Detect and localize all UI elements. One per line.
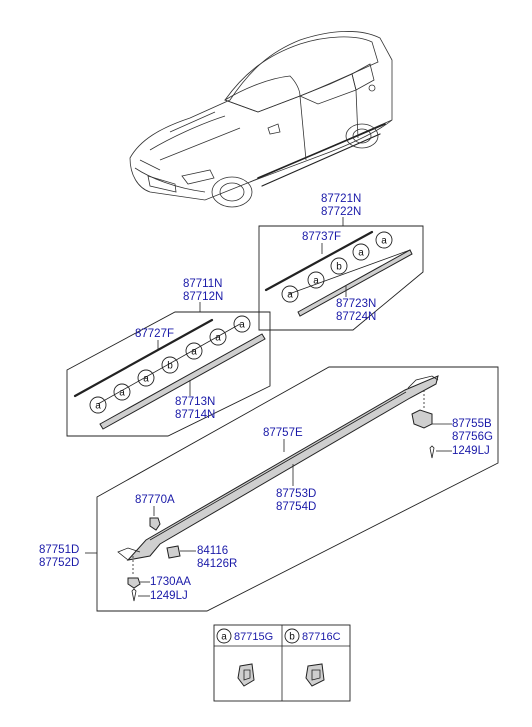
upper-strip-87737f <box>264 230 374 292</box>
callout-letter-a: a <box>381 236 387 247</box>
callout-circle-a <box>307 271 325 289</box>
callout-letter-a: a <box>95 401 101 412</box>
screw-icon <box>131 588 137 602</box>
label-87770a: 87770A <box>135 494 175 506</box>
upper-strip-87727f <box>73 318 214 398</box>
rear-door-moulding-group: 87721N 87722N 87737F a a b a a 87723N 87… <box>258 193 424 331</box>
legend-letter-a: a <box>221 632 227 643</box>
frame-87721n <box>258 225 424 331</box>
label-87711n: 87711N <box>183 278 222 290</box>
car-illustration <box>129 31 393 208</box>
callout-letter-a: a <box>287 290 293 301</box>
label-1249lj-bottom: 1249LJ <box>150 590 188 602</box>
clip-line-group2 <box>97 323 241 405</box>
callout-letter-a: a <box>215 333 221 344</box>
label-87757e: 87757E <box>263 427 303 439</box>
sill-rear-end <box>407 375 439 389</box>
clip-87770a-icon <box>149 517 161 531</box>
callout-letter-a: a <box>143 374 149 385</box>
clip-b-icon <box>305 663 325 687</box>
callout-circle-a <box>113 383 131 401</box>
callout-circle-a <box>233 315 251 333</box>
label-87755b: 87755B <box>452 418 492 430</box>
legend-circle-b <box>284 628 300 644</box>
clip-line-group1 <box>288 249 411 295</box>
callout-circle-a <box>209 328 227 346</box>
clip-b-detail <box>311 669 321 681</box>
clip-a-detail <box>243 669 251 681</box>
callout-letter-a: a <box>119 388 125 399</box>
clip-a-icon <box>237 663 255 687</box>
sill-moulding-87753d <box>126 375 439 561</box>
callout-circle-a <box>185 342 203 360</box>
label-87723n: 87723N <box>336 298 376 310</box>
callout-circle-a <box>281 285 299 303</box>
sill-inner-line <box>149 391 407 541</box>
front-door-moulding-group: 87711N 87712N 87727F a a a b a a a 87713… <box>66 278 271 437</box>
callout-circle-b <box>161 356 179 374</box>
legend-circle-a <box>216 628 232 644</box>
callout-circle-a <box>137 369 155 387</box>
screw-icon <box>429 445 435 459</box>
side-sill-moulding-group: 87757E 87753D 87754D 87755B 87756G 1249L… <box>39 366 499 612</box>
label-87714n: 87714N <box>175 409 215 421</box>
callout-letter-a: a <box>358 248 364 259</box>
callout-letter-b: b <box>336 262 342 273</box>
label-87724n: 87724N <box>336 311 376 323</box>
label-87753d: 87753D <box>276 488 316 500</box>
label-87754d: 87754D <box>276 501 316 513</box>
legend-part-a: 87715G <box>234 631 273 643</box>
pad-84116-icon <box>166 545 181 559</box>
label-1249lj-right: 1249LJ <box>452 445 490 457</box>
legend-part-b: 87716C <box>302 631 341 643</box>
clip-legend-table: a 87715G b 87716C <box>213 624 351 702</box>
lower-strip-87713n <box>99 333 266 430</box>
frame-87751d <box>96 366 499 612</box>
label-87752d: 87752D <box>39 557 79 569</box>
callout-letter-a: a <box>239 320 245 331</box>
callout-circle-a <box>352 243 370 261</box>
callout-circle-a <box>89 396 107 414</box>
label-87721n: 87721N <box>321 193 361 205</box>
label-87751d: 87751D <box>39 544 79 556</box>
label-87722n: 87722N <box>321 206 361 218</box>
lower-strip-87723n <box>297 249 413 317</box>
frame-87711n <box>66 311 271 437</box>
rear-bracket-87755b <box>411 409 433 429</box>
label-87713n: 87713N <box>175 396 215 408</box>
label-87737f: 87737F <box>302 231 341 243</box>
label-87727f: 87727F <box>135 328 174 340</box>
callout-letter-b: b <box>167 361 173 372</box>
callout-letter-a: a <box>191 347 197 358</box>
callout-letter-a: a <box>313 276 319 287</box>
label-87756g: 87756G <box>452 431 493 443</box>
label-84116: 84116 <box>197 545 228 557</box>
callout-circle-b <box>330 257 348 275</box>
sill-front-end <box>117 547 141 561</box>
callout-circle-a <box>375 231 393 249</box>
legend-letter-b: b <box>289 632 295 643</box>
label-1730aa: 1730AA <box>150 576 191 588</box>
label-87712n: 87712N <box>183 291 223 303</box>
label-84126r: 84126R <box>197 558 237 570</box>
nut-1730aa-icon <box>127 577 141 589</box>
